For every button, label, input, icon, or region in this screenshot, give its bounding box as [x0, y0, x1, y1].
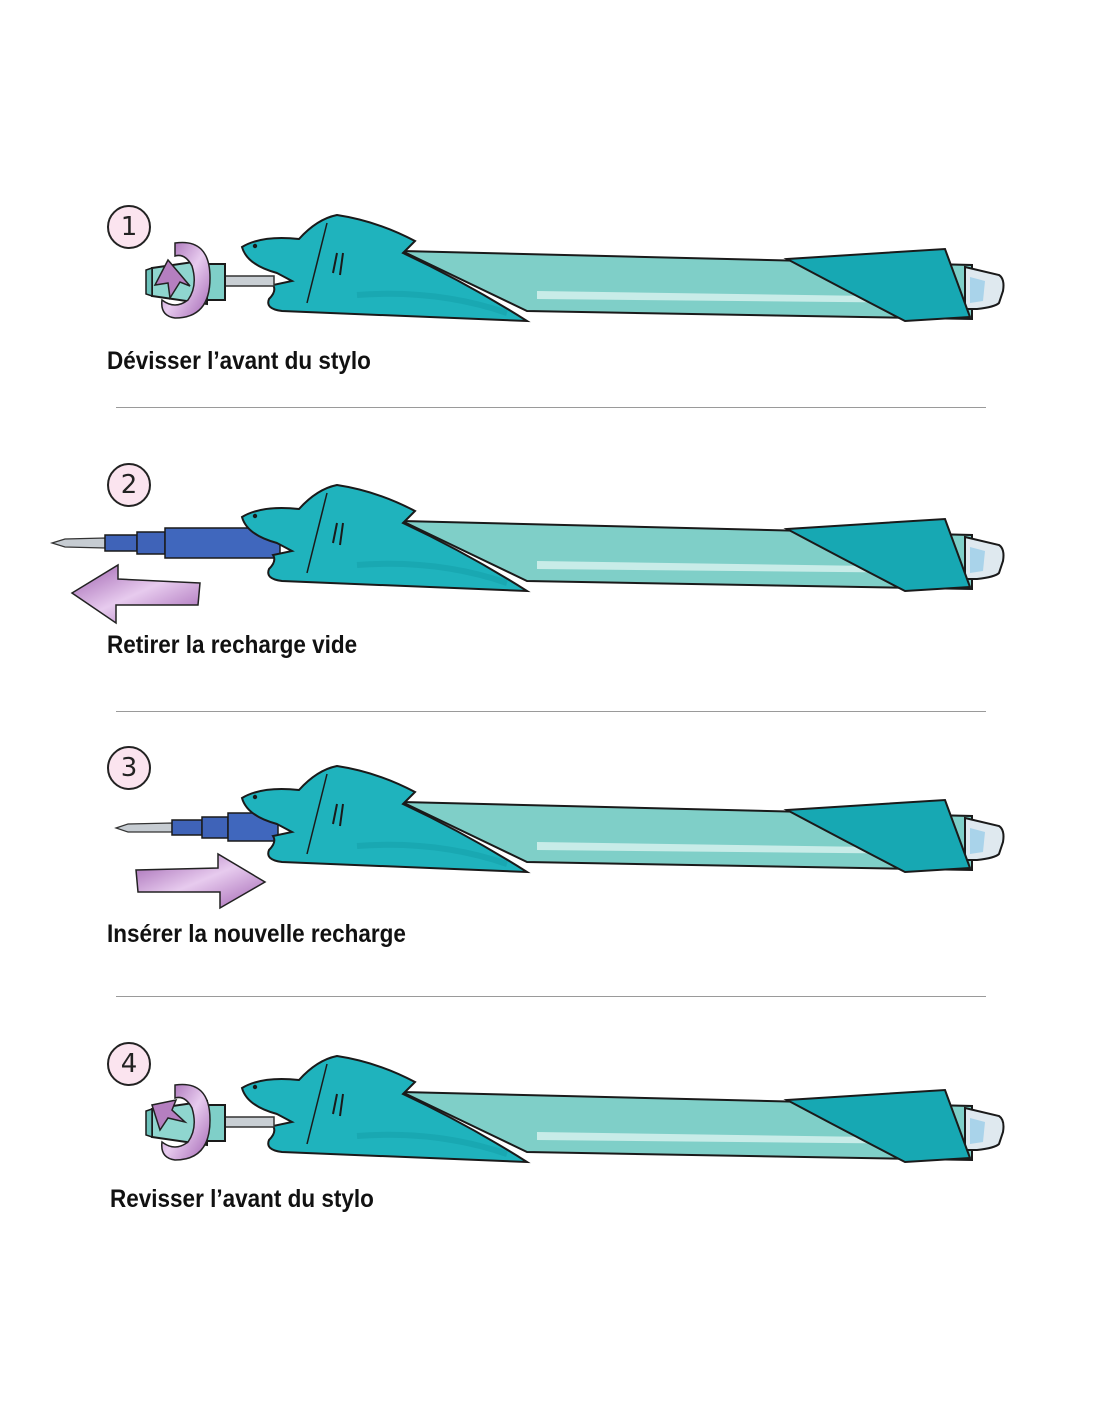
- pen-insert-refill-illustration: [114, 740, 1100, 910]
- divider: [116, 711, 986, 712]
- arrow-left-icon: [70, 563, 201, 625]
- step-label: Dévisser l’avant du stylo: [107, 347, 371, 375]
- divider: [116, 996, 986, 997]
- step-4: 4 Revisser l’avant du stylo: [0, 1030, 1100, 1310]
- step-2: 2 Retirer la recharge vide: [0, 455, 1100, 735]
- step-label: Insérer la nouvelle recharge: [107, 920, 406, 948]
- step-number-badge: 4: [107, 1042, 151, 1086]
- step-label: Revisser l’avant du stylo: [110, 1185, 374, 1213]
- rotate-arrow-head: [153, 258, 191, 301]
- pen-screw-illustration: [145, 1030, 1100, 1230]
- pen-remove-refill-illustration: [49, 455, 1100, 625]
- rotate-arrow-head: [151, 1098, 188, 1132]
- step-3: 3 Insérer la nouvelle recharge: [0, 740, 1100, 1020]
- step-number-badge: 2: [107, 463, 151, 507]
- divider: [116, 407, 986, 408]
- new-refill: [114, 812, 279, 842]
- step-label: Retirer la recharge vide: [107, 631, 358, 659]
- empty-refill: [49, 527, 281, 559]
- arrow-right-icon: [135, 852, 267, 910]
- pen-unscrew-illustration: [145, 190, 1100, 390]
- step-number-badge: 1: [107, 205, 151, 249]
- step-1: 1 Dévisser l’avant du stylo: [0, 190, 1100, 470]
- step-number-badge: 3: [107, 746, 151, 790]
